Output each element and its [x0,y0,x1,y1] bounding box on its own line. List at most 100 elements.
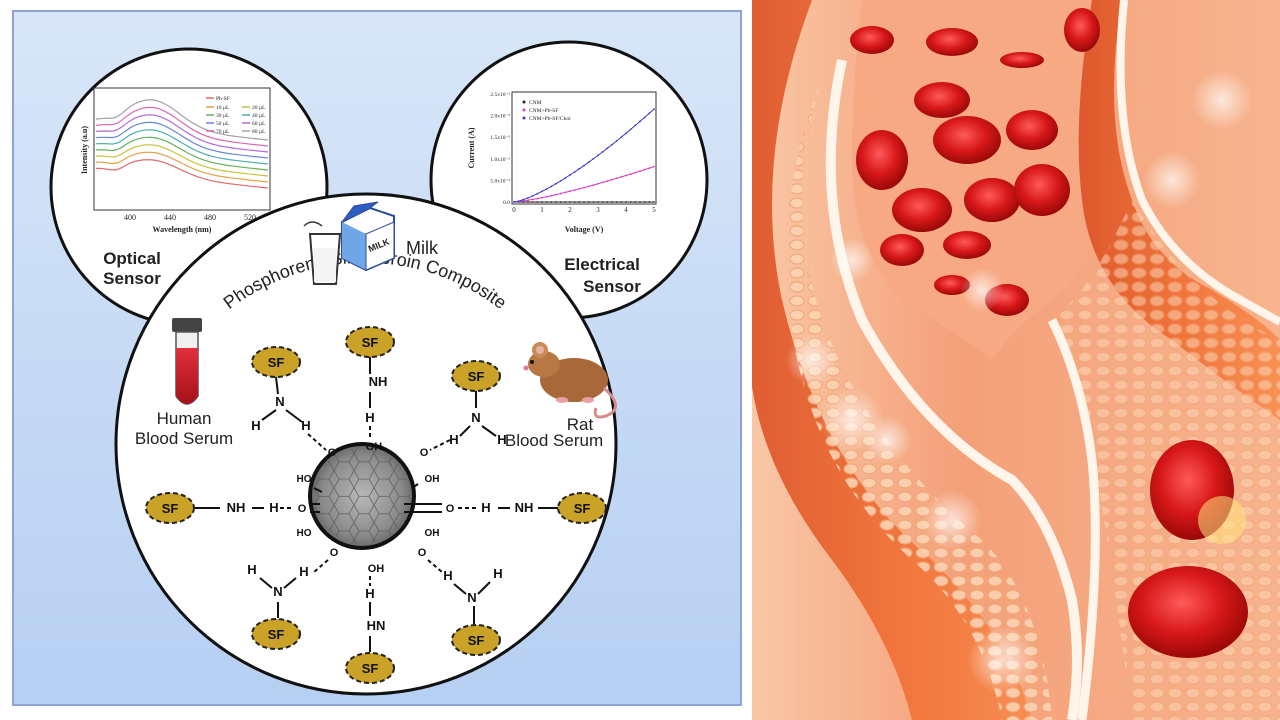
atom-label-oh: OH [425,528,440,539]
blood-tube-icon [172,318,202,405]
atom-label-o: O [298,503,307,515]
rat-label-2: Blood Serum [505,431,603,450]
optical-label-1: Optical [103,249,161,268]
electrical-legend-label: CNM+Pb-SF/Chol [529,116,571,122]
atom-label-nh: NH [227,500,246,515]
human-label-2: Blood Serum [135,429,233,448]
optical-tick-400: 400 [124,213,136,222]
optical-tick-480: 480 [204,213,216,222]
silk-fibroin-label: SF [362,335,379,350]
silk-fibroin-node [451,624,501,656]
electrical-tick-x: 0 [512,206,516,214]
bond [453,583,467,595]
optical-curve [96,159,269,189]
silk-fibroin-label: SF [362,661,379,676]
bokeh-lights [786,70,1252,694]
atom-label-n: N [471,410,480,425]
electrical-tick-x: 2 [568,206,572,214]
electrical-tick-y: 5.0x10⁻³ [490,178,510,184]
bond [275,376,279,395]
optical-axis-x: Wavelength (nm) [153,225,212,234]
optical-curve [96,151,269,183]
bond [313,487,323,493]
silk-fibroin-node [345,326,395,358]
atom-label-n: N [275,394,284,409]
bond [459,425,471,437]
silk-fibroin-label: SF [574,501,591,516]
electrical-tick-y: 0.0 [503,200,510,206]
hydrogen-bond [427,559,443,573]
bond [285,409,303,423]
artery-image [752,0,1280,720]
milk-label: Milk [406,238,439,258]
silk-fibroin-label: SF [268,627,285,642]
human-label-1: Human [157,409,212,428]
optical-curve [95,136,269,171]
silk-fibroin-node [451,360,501,392]
optical-legend-label: 70 µL [216,129,230,135]
optical-legend-label: 60 µL [252,121,266,127]
silk-fibroin-label: SF [268,355,285,370]
milk-icon: MILK [303,201,395,285]
electrical-tick-x: 5 [652,206,656,214]
atom-label-h: H [269,500,278,515]
silk-fibroin-node [345,652,395,684]
electrical-chart: 0.0 5.0x10⁻³ 1.0x10⁻² 1.5x10⁻² 2.0x10⁻² 2.5x1… [467,91,657,234]
atom-label-ho: HO [297,474,312,485]
electrical-axis-y: Current (A) [467,127,476,168]
electrical-tick-y: 1.0x10⁻² [490,157,510,163]
hydrogen-bond [429,439,451,451]
electrical-tick-y: 1.5x10⁻² [490,135,510,141]
bond [261,409,277,421]
optical-label-2: Sensor [103,269,161,288]
optical-curve [95,114,269,153]
optical-curve [95,129,269,165]
silk-fibroin-node [557,492,607,524]
atom-label-oh: OH [368,563,385,575]
optical-tick-520: 520 [244,213,256,222]
artery-illustration [752,0,1280,720]
optical-axis-y: Intensity (a.u) [80,126,89,174]
optical-curve [95,121,269,159]
electrical-tick-y: 2.0x10⁻² [490,114,510,120]
atom-label-h: H [247,562,256,577]
bond [283,577,297,589]
atom-label-h: H [299,564,308,579]
atom-label-hn: HN [367,618,386,633]
silk-fibroin-label: SF [468,633,485,648]
atom-label-h: H [481,500,490,515]
atom-label-h: H [449,432,458,447]
electrical-tick-x: 3 [596,206,600,214]
electrical-tick-x: 4 [624,206,628,214]
electrical-label-2: Sensor [583,277,641,296]
bond [481,425,497,437]
atom-label-h: H [251,418,260,433]
atom-label-h: H [493,566,502,581]
rat-label-1: Rat [567,415,594,434]
electrical-legend-marker [522,108,526,112]
electrical-legend-label: CNM [529,100,542,106]
atom-label-o: O [328,447,337,459]
electrical-tick-y: 2.5x10⁻² [490,92,510,98]
optical-legend-label: 10 µL [216,105,230,111]
silk-fibroin-node [145,492,195,524]
atom-label-o: O [330,547,339,559]
optical-legend-label: Pb-SF [216,96,230,102]
silk-fibroin-node [251,346,301,378]
atom-label-oh: OH [425,474,440,485]
silk-fibroin-node [251,618,301,650]
optical-legend-label: 80 µL [252,129,266,135]
optical-tick-440: 440 [164,213,176,222]
atom-label-h: H [497,432,506,447]
atom-label-h: H [365,410,374,425]
atom-label-oh: OH [366,441,383,453]
electrical-curve [513,108,655,203]
silk-fibroin-label: SF [468,369,485,384]
electrical-curve [513,166,655,203]
bond [259,577,273,589]
atom-label-n: N [467,590,476,605]
